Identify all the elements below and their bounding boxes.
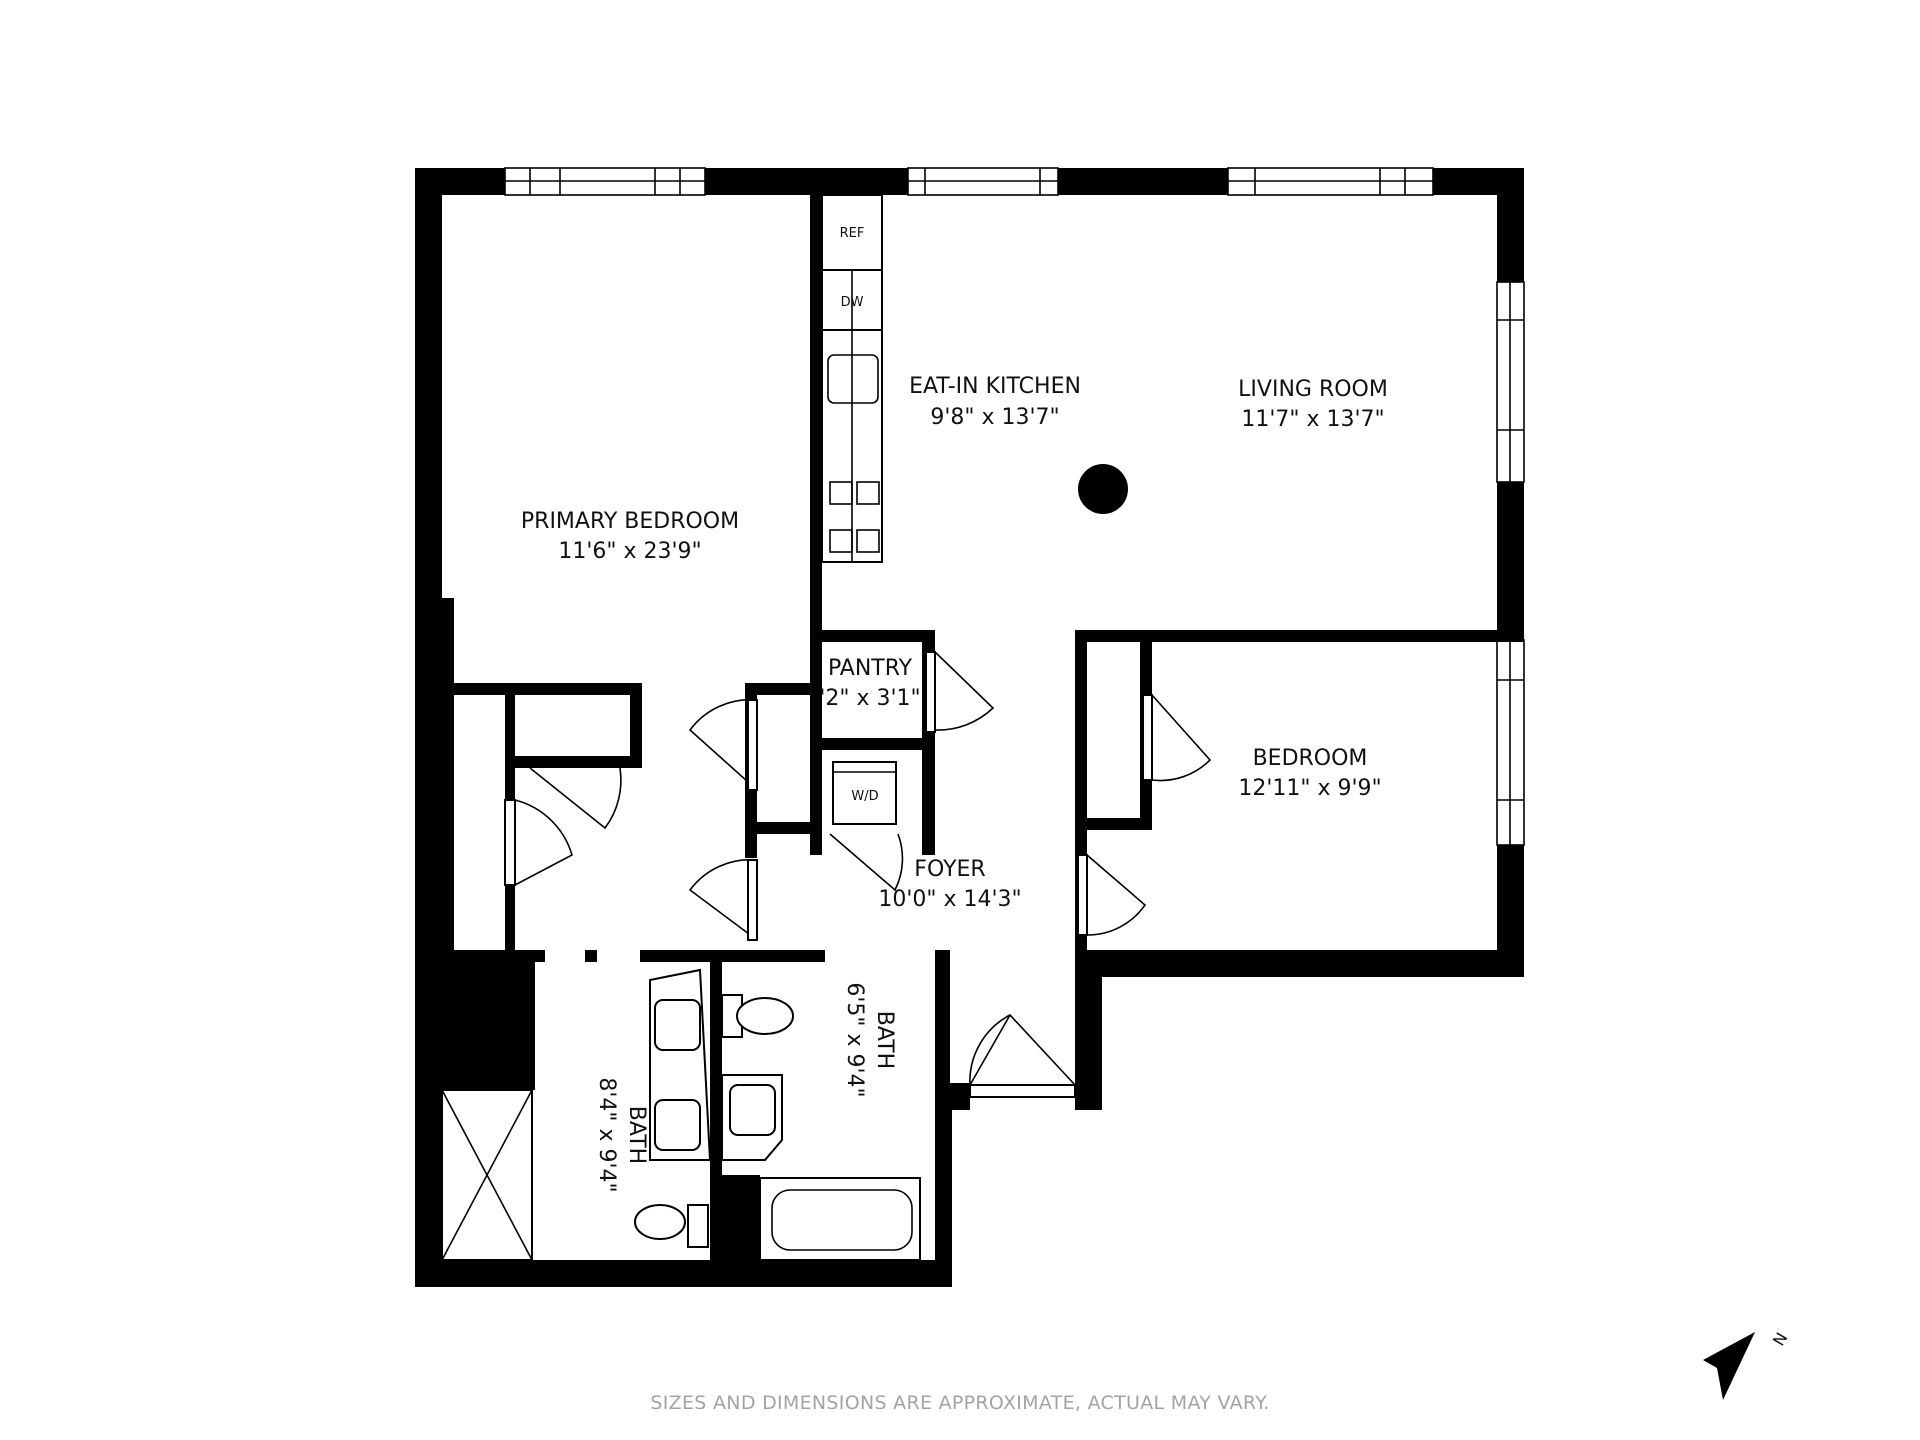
toilet-icon [736,997,794,1035]
room-name-foyer: FOYER [914,857,985,882]
room-dims-bath-1: 8'4" x 9'4" [594,1077,619,1192]
room-name-living-room: LIVING ROOM [1238,377,1388,402]
exterior-walls [415,168,1524,1287]
room-dims-living-room: 11'7" x 13'7" [1241,407,1384,432]
room-dims-foyer: 10'0" x 14'3" [878,887,1021,912]
room-dims-pantry: '2" x 3'1" [819,686,920,711]
doors [504,651,1212,1098]
room-name-primary-bedroom: PRIMARY BEDROOM [521,509,739,534]
stove-burner-icon [829,481,853,505]
room-dims-primary-bedroom: 11'6" x 23'9" [558,539,701,564]
room-name-kitchen: EAT-IN KITCHEN [909,374,1081,399]
bathtub-icon [759,1177,921,1261]
bath-2-fixtures [721,994,921,1261]
north-arrow-icon: N [1703,1329,1791,1400]
toilet-icon [634,1204,686,1240]
sink-icon [654,999,701,1051]
dishwasher-label: DW [841,295,864,310]
room-dims-bath-2: 6'5" x 9'4" [842,982,867,1097]
sink-icon [729,1084,776,1136]
compass-label: N [1769,1329,1791,1349]
bath-1-fixtures [441,968,712,1261]
room-dims-bedroom: 12'11" x 9'9" [1238,776,1381,801]
disclaimer-text: SIZES AND DIMENSIONS ARE APPROXIMATE, AC… [650,1392,1270,1414]
washer-dryer: W/D [832,761,897,825]
room-dims-kitchen: 9'8" x 13'7" [930,405,1059,430]
refrigerator-label: REF [840,226,865,241]
room-name-bath-1: BATH [624,1106,649,1164]
windows [504,167,1525,846]
column [1078,464,1128,514]
room-name-pantry: PANTRY [828,656,913,681]
kitchen-counter: REF DW [821,194,883,563]
kitchen-sink-icon [827,354,879,404]
room-name-bedroom: BEDROOM [1253,746,1368,771]
room-name-bath-2: BATH [872,1011,897,1069]
interior-walls [415,195,1524,1285]
svg-text:W/D: W/D [851,789,878,804]
room-labels: PRIMARY BEDROOM 11'6" x 23'9" EAT-IN KIT… [521,374,1388,1193]
